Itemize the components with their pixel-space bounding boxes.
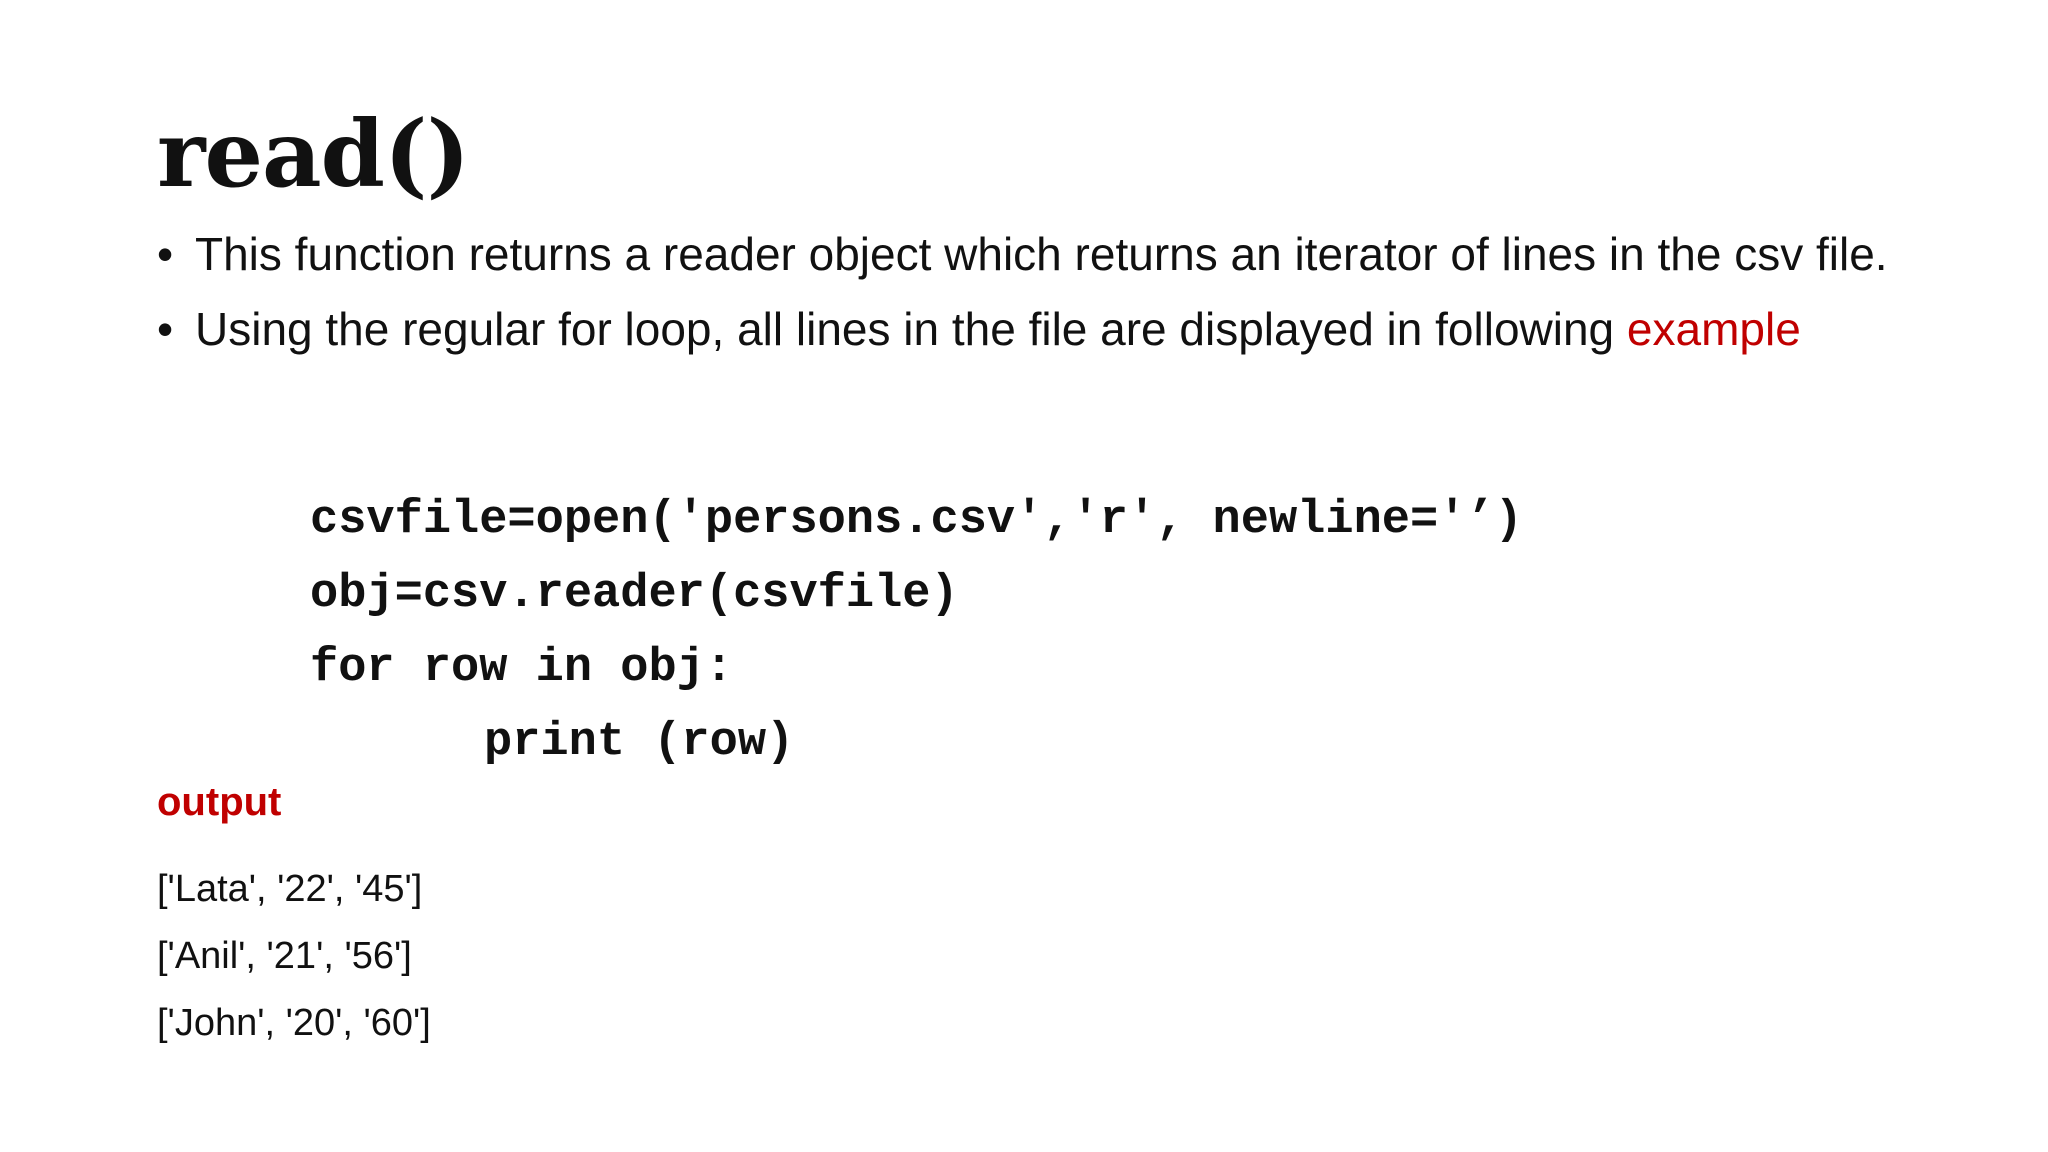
code-block: csvfile=open('persons.csv','r', newline=…: [310, 484, 1523, 780]
bullet-list: • This function returns a reader object …: [157, 228, 1890, 378]
output-row: ['Lata', '22', '45']: [157, 868, 423, 910]
bullet-item: • Using the regular for loop, all lines …: [157, 303, 1890, 356]
output-row: ['John', '20', '60']: [157, 1002, 431, 1044]
bullet-marker: •: [157, 303, 174, 355]
code-line-indented: print (row): [484, 716, 795, 769]
bullet-item: • This function returns a reader object …: [157, 228, 1890, 281]
slide-title: read(): [157, 100, 470, 208]
code-line: obj=csv.reader(csvfile): [310, 568, 959, 621]
code-line: for row in obj:: [310, 642, 734, 695]
bullet-marker: •: [157, 228, 174, 280]
output-label: output: [157, 780, 282, 824]
output-list: ['Lata', '22', '45'] ['Anil', '21', '56'…: [157, 856, 431, 1057]
output-row: ['Anil', '21', '56']: [157, 935, 412, 977]
bullet-text: Using the regular for loop, all lines in…: [195, 303, 1627, 355]
bullet-accent-word: example: [1626, 303, 1801, 355]
bullet-text: This function returns a reader object wh…: [195, 228, 1888, 280]
code-line: csvfile=open('persons.csv','r', newline=…: [310, 494, 1523, 547]
